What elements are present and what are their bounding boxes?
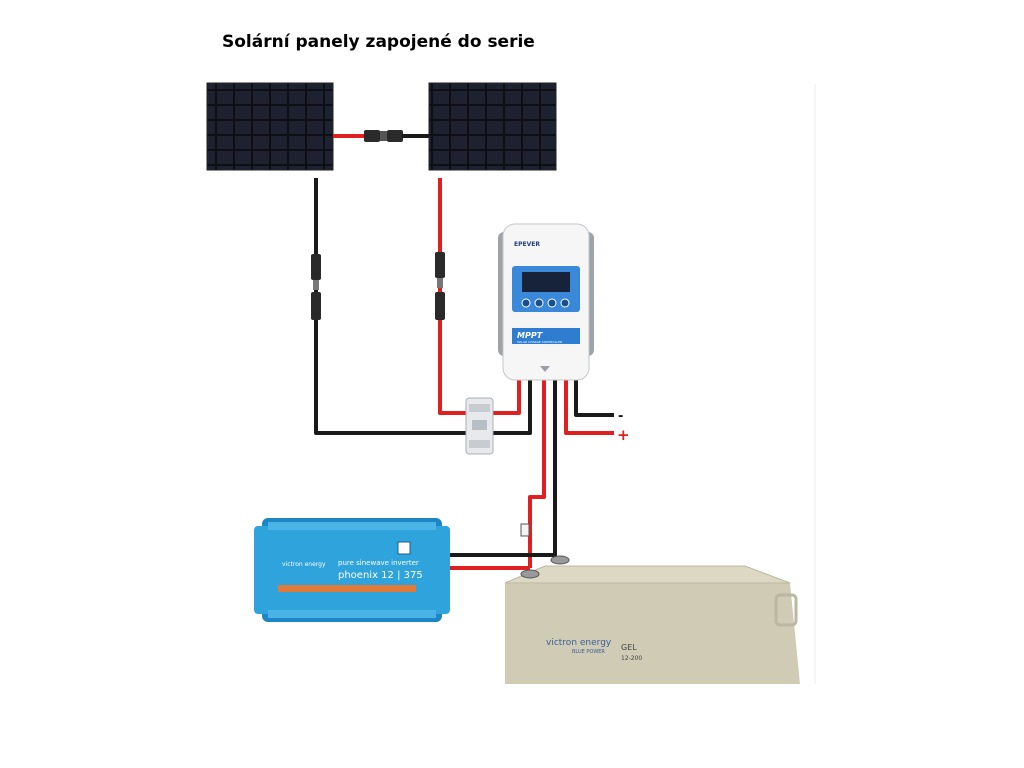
inverter-orange-stripe [278,585,416,592]
controller-brand: EPEVER [514,241,540,248]
controller-button-2 [534,298,544,308]
mppt-controller: EPEVER MPPT SOLAR CHARGE CONTROLLER [498,223,594,381]
wires [314,178,614,570]
solar-panel-right [428,82,557,171]
controller-button-1 [521,298,531,308]
inverter-line2: phoenix 12 | 375 [338,570,423,581]
battery-type: GEL [621,643,637,652]
controller-label-band [512,328,580,344]
controller-lcd [522,272,570,292]
fuse-holder [520,523,530,537]
battery-brand-sub: BLUE POWER [572,649,605,655]
inverter: victron energy pure sinewave inverter ph… [254,518,450,622]
mc4-connector-negative [311,254,321,320]
controller-subtitle: SOLAR CHARGE CONTROLLER [517,340,562,344]
inverter-line1: pure sinewave inverter [338,559,419,567]
mc4-connector-positive [435,252,445,320]
dc-breaker [465,397,494,455]
battery-terminal-negative [550,555,570,565]
solar-panel-left [206,82,334,171]
diagram-title: Solární panely zapojené do serie [222,32,535,52]
load-plus-label: + [617,426,630,444]
battery-terminal-positive [520,569,540,579]
controller-terminal-arrow [540,366,550,372]
battery-brand: victron energy [546,638,612,648]
battery: victron energy BLUE POWER GEL 12-200 [504,555,800,684]
controller-button-3 [547,298,557,308]
battery-voltage: 12-200 [621,655,642,662]
load-minus-label: - [618,409,623,424]
series-connector [333,130,429,142]
inverter-qr-icon [397,541,411,555]
battery-handle [774,593,798,627]
controller-button-4 [560,298,570,308]
inverter-brand: victron energy [282,561,326,568]
controller-model-label: MPPT [517,331,543,340]
